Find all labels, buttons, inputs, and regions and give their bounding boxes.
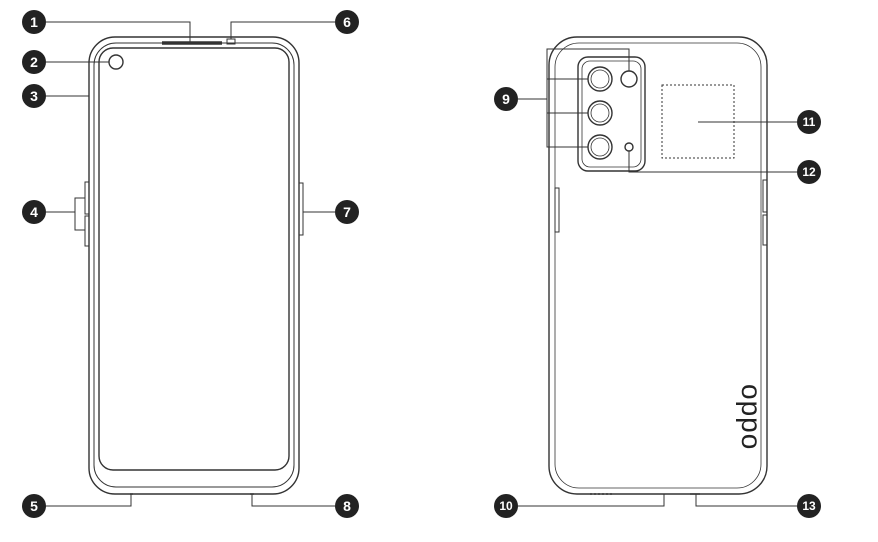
svg-text:1: 1 [30, 14, 38, 30]
leader-9 [518, 48, 630, 100]
svg-text:7: 7 [343, 204, 351, 220]
leader-6 [230, 21, 335, 39]
svg-text:10: 10 [499, 499, 513, 513]
callout-13: 13 [797, 494, 821, 518]
leader-4 [46, 197, 85, 213]
svg-text:2: 2 [30, 54, 38, 70]
leader-5 [46, 494, 132, 507]
rear-camera-1 [587, 66, 613, 92]
leader-10 [518, 494, 665, 507]
front-screen [98, 47, 290, 471]
callout-8: 8 [335, 494, 359, 518]
leader-13 [695, 494, 797, 507]
callout-2: 2 [22, 50, 46, 74]
rear-right-key-1 [762, 179, 768, 213]
callout-5: 5 [22, 494, 46, 518]
front-outer-body [88, 36, 300, 495]
volume-down-key [84, 215, 90, 247]
svg-text:6: 6 [343, 14, 351, 30]
callout-10: 10 [494, 494, 518, 518]
camera-module-inner [581, 60, 642, 168]
svg-text:13: 13 [802, 499, 816, 513]
svg-text:9: 9 [502, 91, 510, 107]
rear-camera-3 [587, 134, 613, 160]
rear-left-key [554, 187, 560, 233]
callout-6: 6 [335, 10, 359, 34]
rear-outer-body [548, 36, 768, 495]
leader-1 [46, 21, 191, 43]
callout-12: 12 [797, 160, 821, 184]
leader-12 [628, 151, 797, 173]
leader-4b [74, 212, 85, 231]
rear-camera-2 [587, 100, 613, 126]
callout-1: 1 [22, 10, 46, 34]
rear-body-inner [554, 42, 762, 489]
phone-front-view [84, 36, 304, 495]
leader-8 [251, 494, 335, 507]
front-camera [108, 54, 124, 70]
front-frame-inner [93, 42, 295, 488]
rear-right-key-2 [762, 214, 768, 246]
callout-11: 11 [797, 110, 821, 134]
rear-camera-3-ring [590, 137, 610, 157]
svg-text:4: 4 [30, 204, 38, 220]
leader-lines [46, 21, 797, 507]
rear-camera-1-ring [590, 69, 610, 89]
flash [624, 142, 634, 152]
brand-logo: oppo [736, 384, 767, 450]
callout-4: 4 [22, 200, 46, 224]
rear-camera-2-ring [590, 103, 610, 123]
svg-text:11: 11 [803, 115, 816, 129]
leader-9b [546, 99, 588, 148]
svg-text:12: 12 [802, 165, 816, 179]
camera-module [577, 56, 646, 172]
svg-text:5: 5 [30, 498, 38, 514]
phone-rear-view [548, 36, 768, 495]
svg-text:8: 8 [343, 498, 351, 514]
callout-7: 7 [335, 200, 359, 224]
callout-3: 3 [22, 84, 46, 108]
callout-9: 9 [494, 87, 518, 111]
rear-camera-4 [620, 70, 638, 88]
svg-text:3: 3 [30, 88, 38, 104]
power-key [298, 182, 304, 236]
